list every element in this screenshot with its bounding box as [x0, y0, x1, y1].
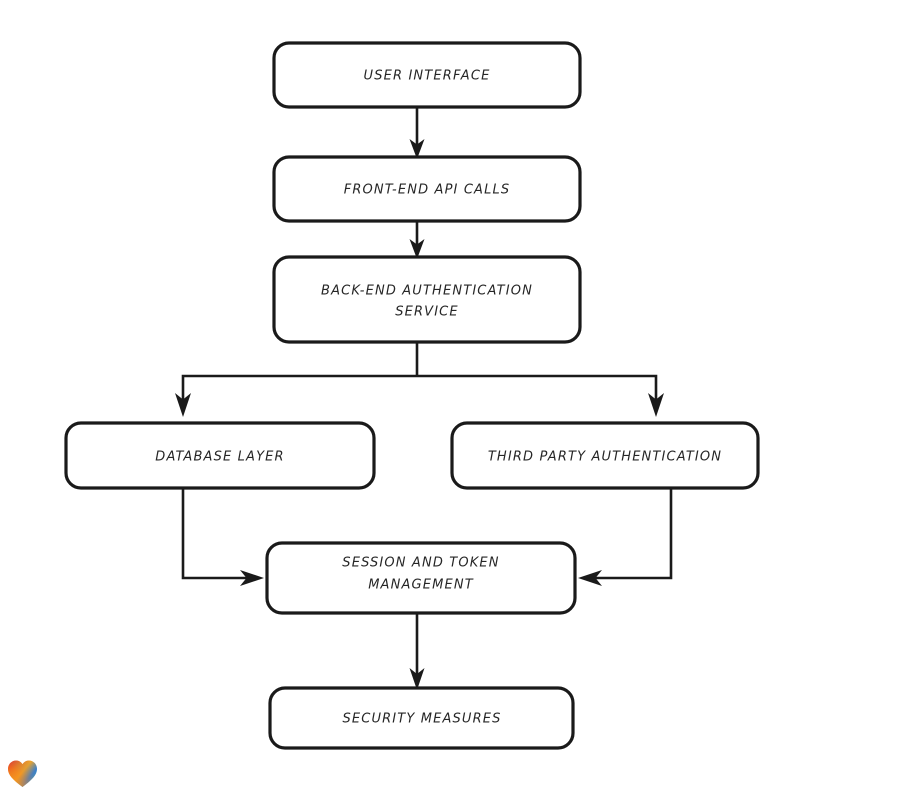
- node-database-layer-label: DATABASE LAYER: [155, 450, 284, 465]
- heart-icon-highlight: [8, 760, 37, 788]
- node-backend-auth-service-box[interactable]: [272, 255, 582, 344]
- edge-db-to-session: [181, 488, 264, 586]
- node-user-interface[interactable]: USER INTERFACE: [272, 41, 582, 109]
- node-backend-auth-service-label-line1: BACK-END AUTHENTICATION: [321, 284, 533, 299]
- edge-api-to-backend: [409, 221, 425, 259]
- edge-third-to-session: [578, 488, 673, 586]
- node-frontend-api-calls[interactable]: FRONT-END API CALLS: [272, 155, 582, 223]
- node-session-token-mgmt-box[interactable]: [265, 541, 577, 615]
- node-backend-auth-service-label-line2: SERVICE: [395, 305, 459, 320]
- node-session-token-mgmt[interactable]: SESSION AND TOKEN MANAGEMENT: [265, 541, 577, 615]
- node-user-interface-label: USER INTERFACE: [364, 69, 491, 84]
- node-user-interface-box[interactable]: [272, 41, 582, 109]
- node-security-measures-label: SECURITY MEASURES: [342, 712, 501, 727]
- node-database-layer-box[interactable]: [64, 421, 376, 490]
- node-third-party-auth[interactable]: THIRD PARTY AUTHENTICATION: [450, 421, 760, 490]
- edge-ui-to-api: [409, 107, 425, 159]
- edge-layer: [175, 107, 673, 690]
- node-frontend-api-calls-label: FRONT-END API CALLS: [344, 183, 511, 198]
- edge-backend-to-db: [175, 374, 417, 417]
- edge-session-to-security: [409, 613, 425, 690]
- node-third-party-auth-label: THIRD PARTY AUTHENTICATION: [488, 450, 722, 465]
- heart-logo[interactable]: [7, 759, 38, 788]
- node-frontend-api-calls-box[interactable]: [272, 155, 582, 223]
- edge-backend-to-third: [417, 374, 664, 417]
- node-third-party-auth-box[interactable]: [450, 421, 760, 490]
- node-database-layer[interactable]: DATABASE LAYER: [64, 421, 376, 490]
- node-backend-auth-service[interactable]: BACK-END AUTHENTICATION SERVICE: [272, 255, 582, 344]
- node-security-measures-box[interactable]: [268, 686, 575, 750]
- node-session-token-mgmt-label-line2: MANAGEMENT: [368, 578, 474, 593]
- node-session-token-mgmt-label-line1: SESSION AND TOKEN: [342, 556, 499, 571]
- node-security-measures[interactable]: SECURITY MEASURES: [268, 686, 575, 750]
- node-layer: USER INTERFACE FRONT-END API CALLS BACK-…: [64, 41, 760, 750]
